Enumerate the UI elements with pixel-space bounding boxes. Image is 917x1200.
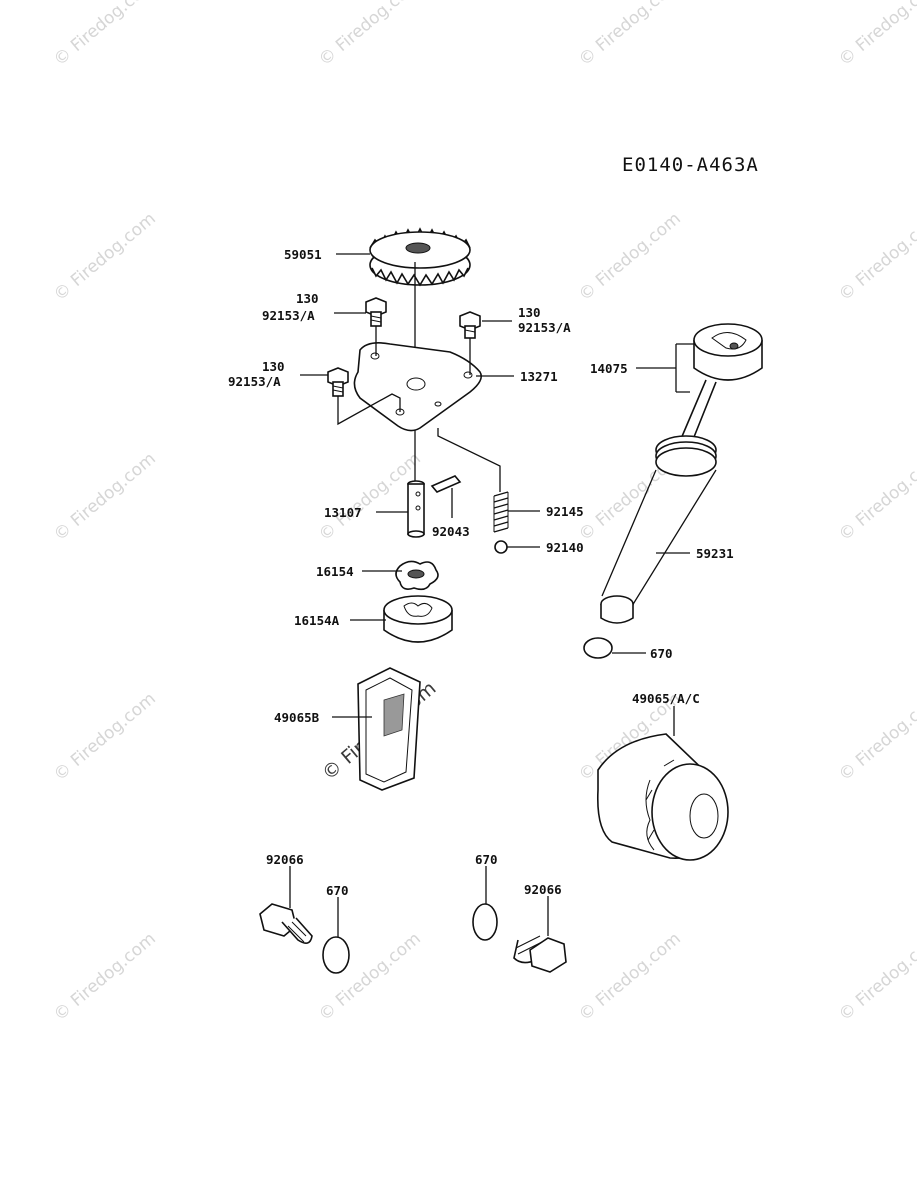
diagram-code: E0140-A463A — [622, 154, 759, 176]
label-49065b: 49065B — [274, 710, 320, 725]
oil-pump-gear — [369, 227, 471, 287]
label-13271: 13271 — [520, 369, 558, 384]
oil-filler-tube — [600, 435, 717, 624]
label-59231: 59231 — [696, 546, 734, 561]
label-13107: 13107 — [324, 505, 362, 520]
inner-rotor — [395, 560, 439, 591]
oil-strainer-screen — [357, 667, 421, 791]
pump-shaft — [407, 480, 425, 538]
label-59051: 59051 — [284, 247, 322, 262]
label-92066: 92066 — [524, 882, 562, 897]
o-ring-right — [472, 903, 498, 941]
label-670: 670 — [475, 852, 498, 867]
label-92153a: 92153/A — [228, 374, 281, 389]
tube-o-ring — [583, 637, 613, 659]
o-ring-left — [322, 936, 350, 974]
label-16154: 16154 — [316, 564, 354, 579]
dipstick-cap — [671, 323, 763, 463]
label-130: 130 — [262, 359, 285, 374]
bolt-top-left — [365, 297, 387, 327]
label-16154a: 16154A — [294, 613, 340, 628]
bolt-top-right — [459, 311, 481, 339]
oil-filter — [596, 733, 729, 861]
bolt-left — [327, 367, 349, 397]
drain-plug-left — [259, 903, 313, 944]
outer-rotor — [383, 595, 453, 643]
label-670: 670 — [326, 883, 349, 898]
label-92145: 92145 — [546, 504, 584, 519]
relief-ball — [494, 540, 508, 554]
label-92153a: 92153/A — [518, 320, 571, 335]
label-130: 130 — [518, 305, 541, 320]
pump-pin — [430, 475, 462, 493]
label-92153a: 92153/A — [262, 308, 315, 323]
label-92140: 92140 — [546, 540, 584, 555]
relief-spring — [493, 491, 509, 533]
label-49065ac: 49065/A/C — [632, 691, 700, 706]
pump-cover-plate — [353, 342, 483, 432]
label-14075: 14075 — [590, 361, 628, 376]
label-670: 670 — [650, 646, 673, 661]
label-92043: 92043 — [432, 524, 470, 539]
label-130: 130 — [296, 291, 319, 306]
drain-plug-right — [513, 935, 567, 973]
label-92066: 92066 — [266, 852, 304, 867]
